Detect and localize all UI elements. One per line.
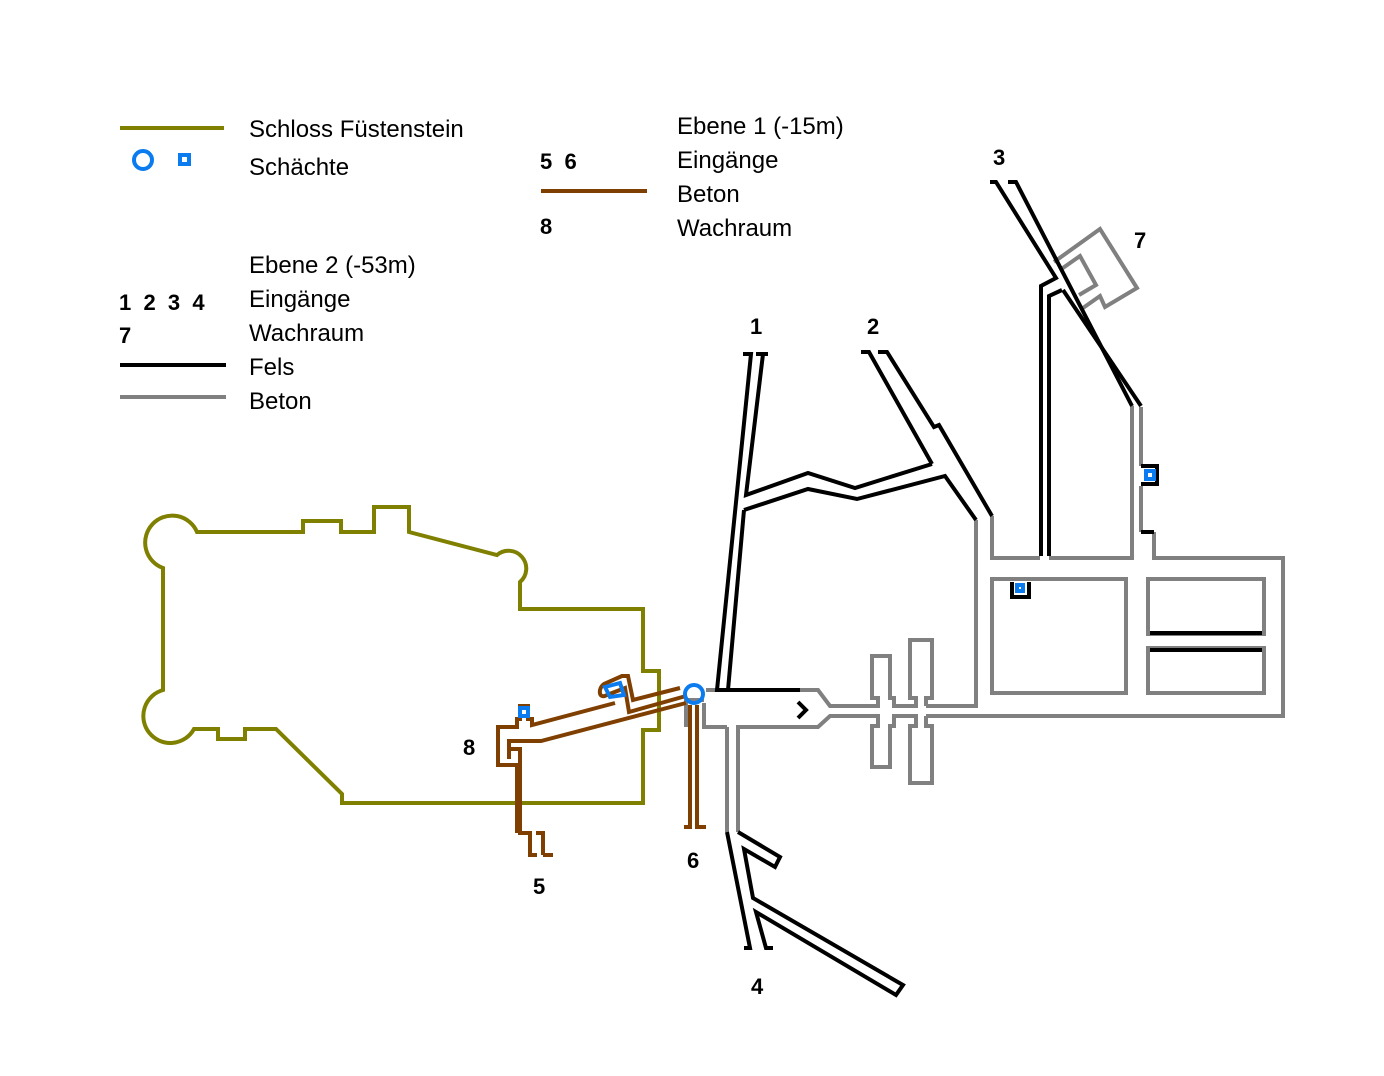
legend: Schloss Füstenstein Schächte Ebene 1 (-1… [119, 113, 844, 415]
entrance-2-label: 2 [867, 314, 879, 339]
legend-level2-entrances-label: Eingänge [249, 286, 350, 313]
guardroom-8-label: 8 [463, 735, 475, 760]
legend-level1-entrances-label: Eingänge [677, 147, 778, 174]
shaft-oval-icon [602, 680, 627, 700]
shaft-circle-icon [683, 683, 705, 705]
legend-level1-title: Ebene 1 (-15m) [677, 113, 844, 140]
room-upper-right [1146, 577, 1266, 636]
level1-beton [496, 674, 706, 857]
room-large [990, 577, 1128, 695]
legend-level2-beton-label: Beton [249, 388, 312, 415]
legend-level1-beton-label: Beton [677, 181, 740, 208]
guardroom-7-label: 7 [1134, 228, 1146, 253]
shafts [518, 469, 1156, 718]
level2-beton [684, 226, 1285, 832]
legend-shaft-circle-icon [132, 149, 154, 171]
entrance-1-label: 1 [750, 314, 762, 339]
legend-level1-guardroom-label: Wachraum [677, 215, 792, 242]
entrance-4-label: 4 [751, 974, 764, 999]
map-labels: 1 2 3 4 5 6 7 8 [463, 145, 1146, 999]
level2-fels [714, 180, 1262, 998]
legend-level2-fels-label: Fels [249, 354, 294, 381]
legend-level1-entrance-numbers: 5 6 [540, 149, 577, 174]
entrance-5-label: 5 [533, 874, 545, 899]
shaft-square-icon [518, 706, 530, 718]
legend-castle-label: Schloss Füstenstein [249, 116, 464, 143]
legend-shafts-label: Schächte [249, 154, 349, 181]
shaft-square-icon [1015, 583, 1025, 593]
castle-outline [141, 505, 661, 805]
entrance-3-label: 3 [993, 145, 1005, 170]
legend-level1-guardroom-number: 8 [540, 214, 552, 239]
legend-level2-guardroom-label: Wachraum [249, 320, 364, 347]
room-lower-right [1146, 646, 1266, 695]
legend-level2-guardroom-number: 7 [119, 323, 131, 348]
legend-shaft-square-icon [178, 153, 191, 166]
legend-level2-entrance-numbers: 1 2 3 4 [119, 290, 205, 315]
shaft-square-icon [1144, 469, 1156, 481]
entrance-6-label: 6 [687, 848, 699, 873]
legend-level2-title: Ebene 2 (-53m) [249, 252, 416, 279]
